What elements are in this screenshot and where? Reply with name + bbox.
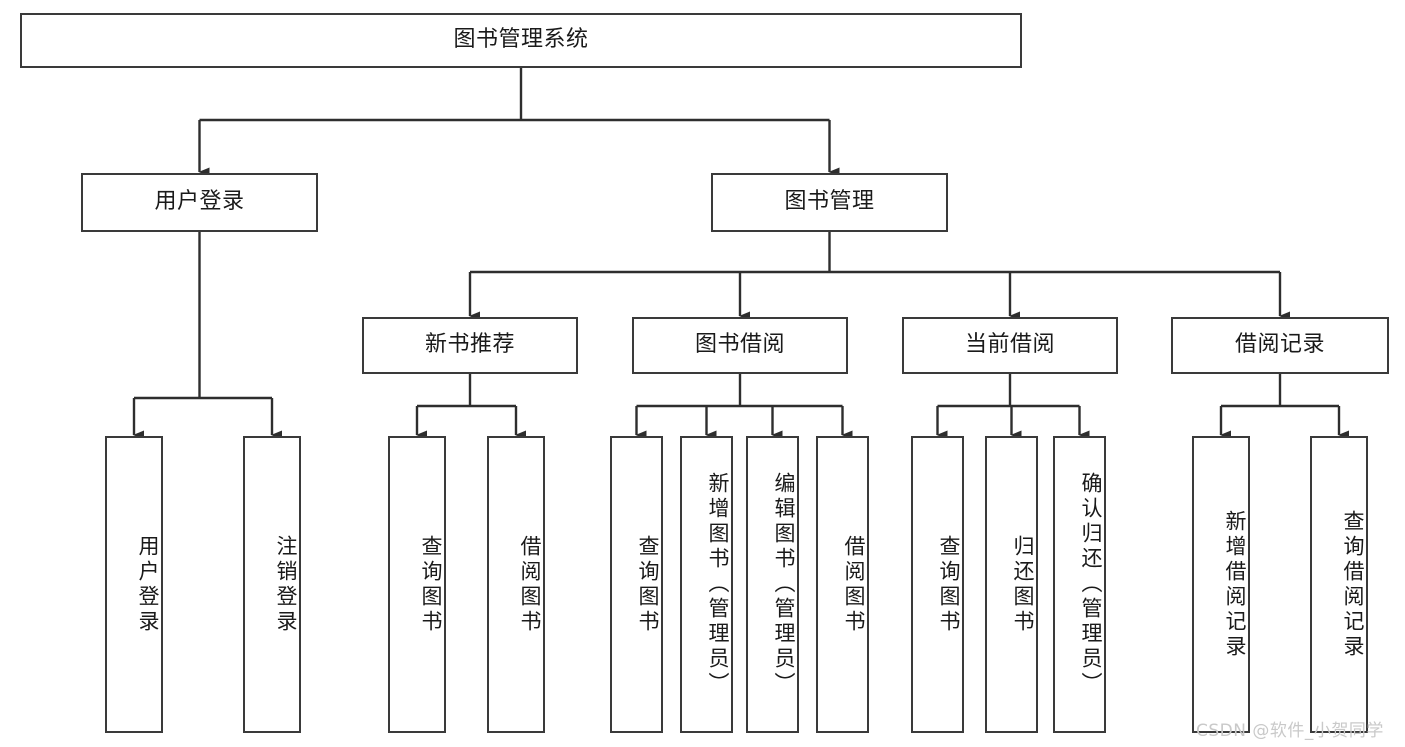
node-current-borrow[interactable]: 当前借阅 [902, 317, 1118, 374]
node-label: 注销登录 [274, 534, 298, 635]
node-root[interactable]: 图书管理系统 [20, 13, 1022, 68]
node-label: 用户登录 [154, 189, 245, 215]
watermark-text: CSDN @软件_小贺同学 [1196, 721, 1384, 741]
node-label: 图书管理系统 [453, 27, 589, 53]
node-leaf-borrow-book-2[interactable]: 借阅图书 [816, 436, 869, 733]
node-label: 当前借阅 [964, 332, 1055, 358]
node-label: 查询图书 [636, 534, 660, 635]
node-book-manage[interactable]: 图书管理 [711, 173, 948, 232]
node-label: 编辑图书（管理员） [772, 472, 796, 697]
node-user-login[interactable]: 用户登录 [81, 173, 318, 232]
node-label: 查询借阅记录 [1341, 509, 1365, 660]
node-label: 借阅记录 [1234, 332, 1325, 358]
node-leaf-confirm-return[interactable]: 确认归还（管理员） [1053, 436, 1106, 733]
node-leaf-query-book-1[interactable]: 查询图书 [388, 436, 446, 733]
node-label: 借阅图书 [842, 534, 866, 635]
node-borrow-record[interactable]: 借阅记录 [1171, 317, 1389, 374]
node-leaf-edit-book[interactable]: 编辑图书（管理员） [746, 436, 799, 733]
node-label: 确认归还（管理员） [1079, 472, 1103, 697]
node-book-borrow[interactable]: 图书借阅 [632, 317, 848, 374]
node-leaf-borrow-book-1[interactable]: 借阅图书 [487, 436, 545, 733]
edge-paths [132, 68, 1349, 440]
node-leaf-add-record[interactable]: 新增借阅记录 [1192, 436, 1250, 733]
node-leaf-query-book-2[interactable]: 查询图书 [610, 436, 663, 733]
node-leaf-add-book[interactable]: 新增图书（管理员） [680, 436, 733, 733]
node-leaf-query-book-3[interactable]: 查询图书 [911, 436, 964, 733]
node-label: 新书推荐 [424, 332, 515, 358]
node-label: 查询图书 [419, 534, 443, 635]
node-leaf-user-login[interactable]: 用户登录 [105, 436, 163, 733]
node-label: 新增图书（管理员） [706, 472, 730, 697]
node-label: 用户登录 [136, 534, 160, 635]
node-new-book-rec[interactable]: 新书推荐 [362, 317, 578, 374]
node-label: 借阅图书 [518, 534, 542, 635]
node-leaf-user-logout[interactable]: 注销登录 [243, 436, 301, 733]
node-label: 新增借阅记录 [1223, 509, 1247, 660]
node-label: 查询图书 [937, 534, 961, 635]
node-label: 图书管理 [784, 189, 875, 215]
node-leaf-return-book[interactable]: 归还图书 [985, 436, 1038, 733]
node-label: 归还图书 [1011, 534, 1035, 635]
node-leaf-query-record[interactable]: 查询借阅记录 [1310, 436, 1368, 733]
node-label: 图书借阅 [694, 332, 785, 358]
